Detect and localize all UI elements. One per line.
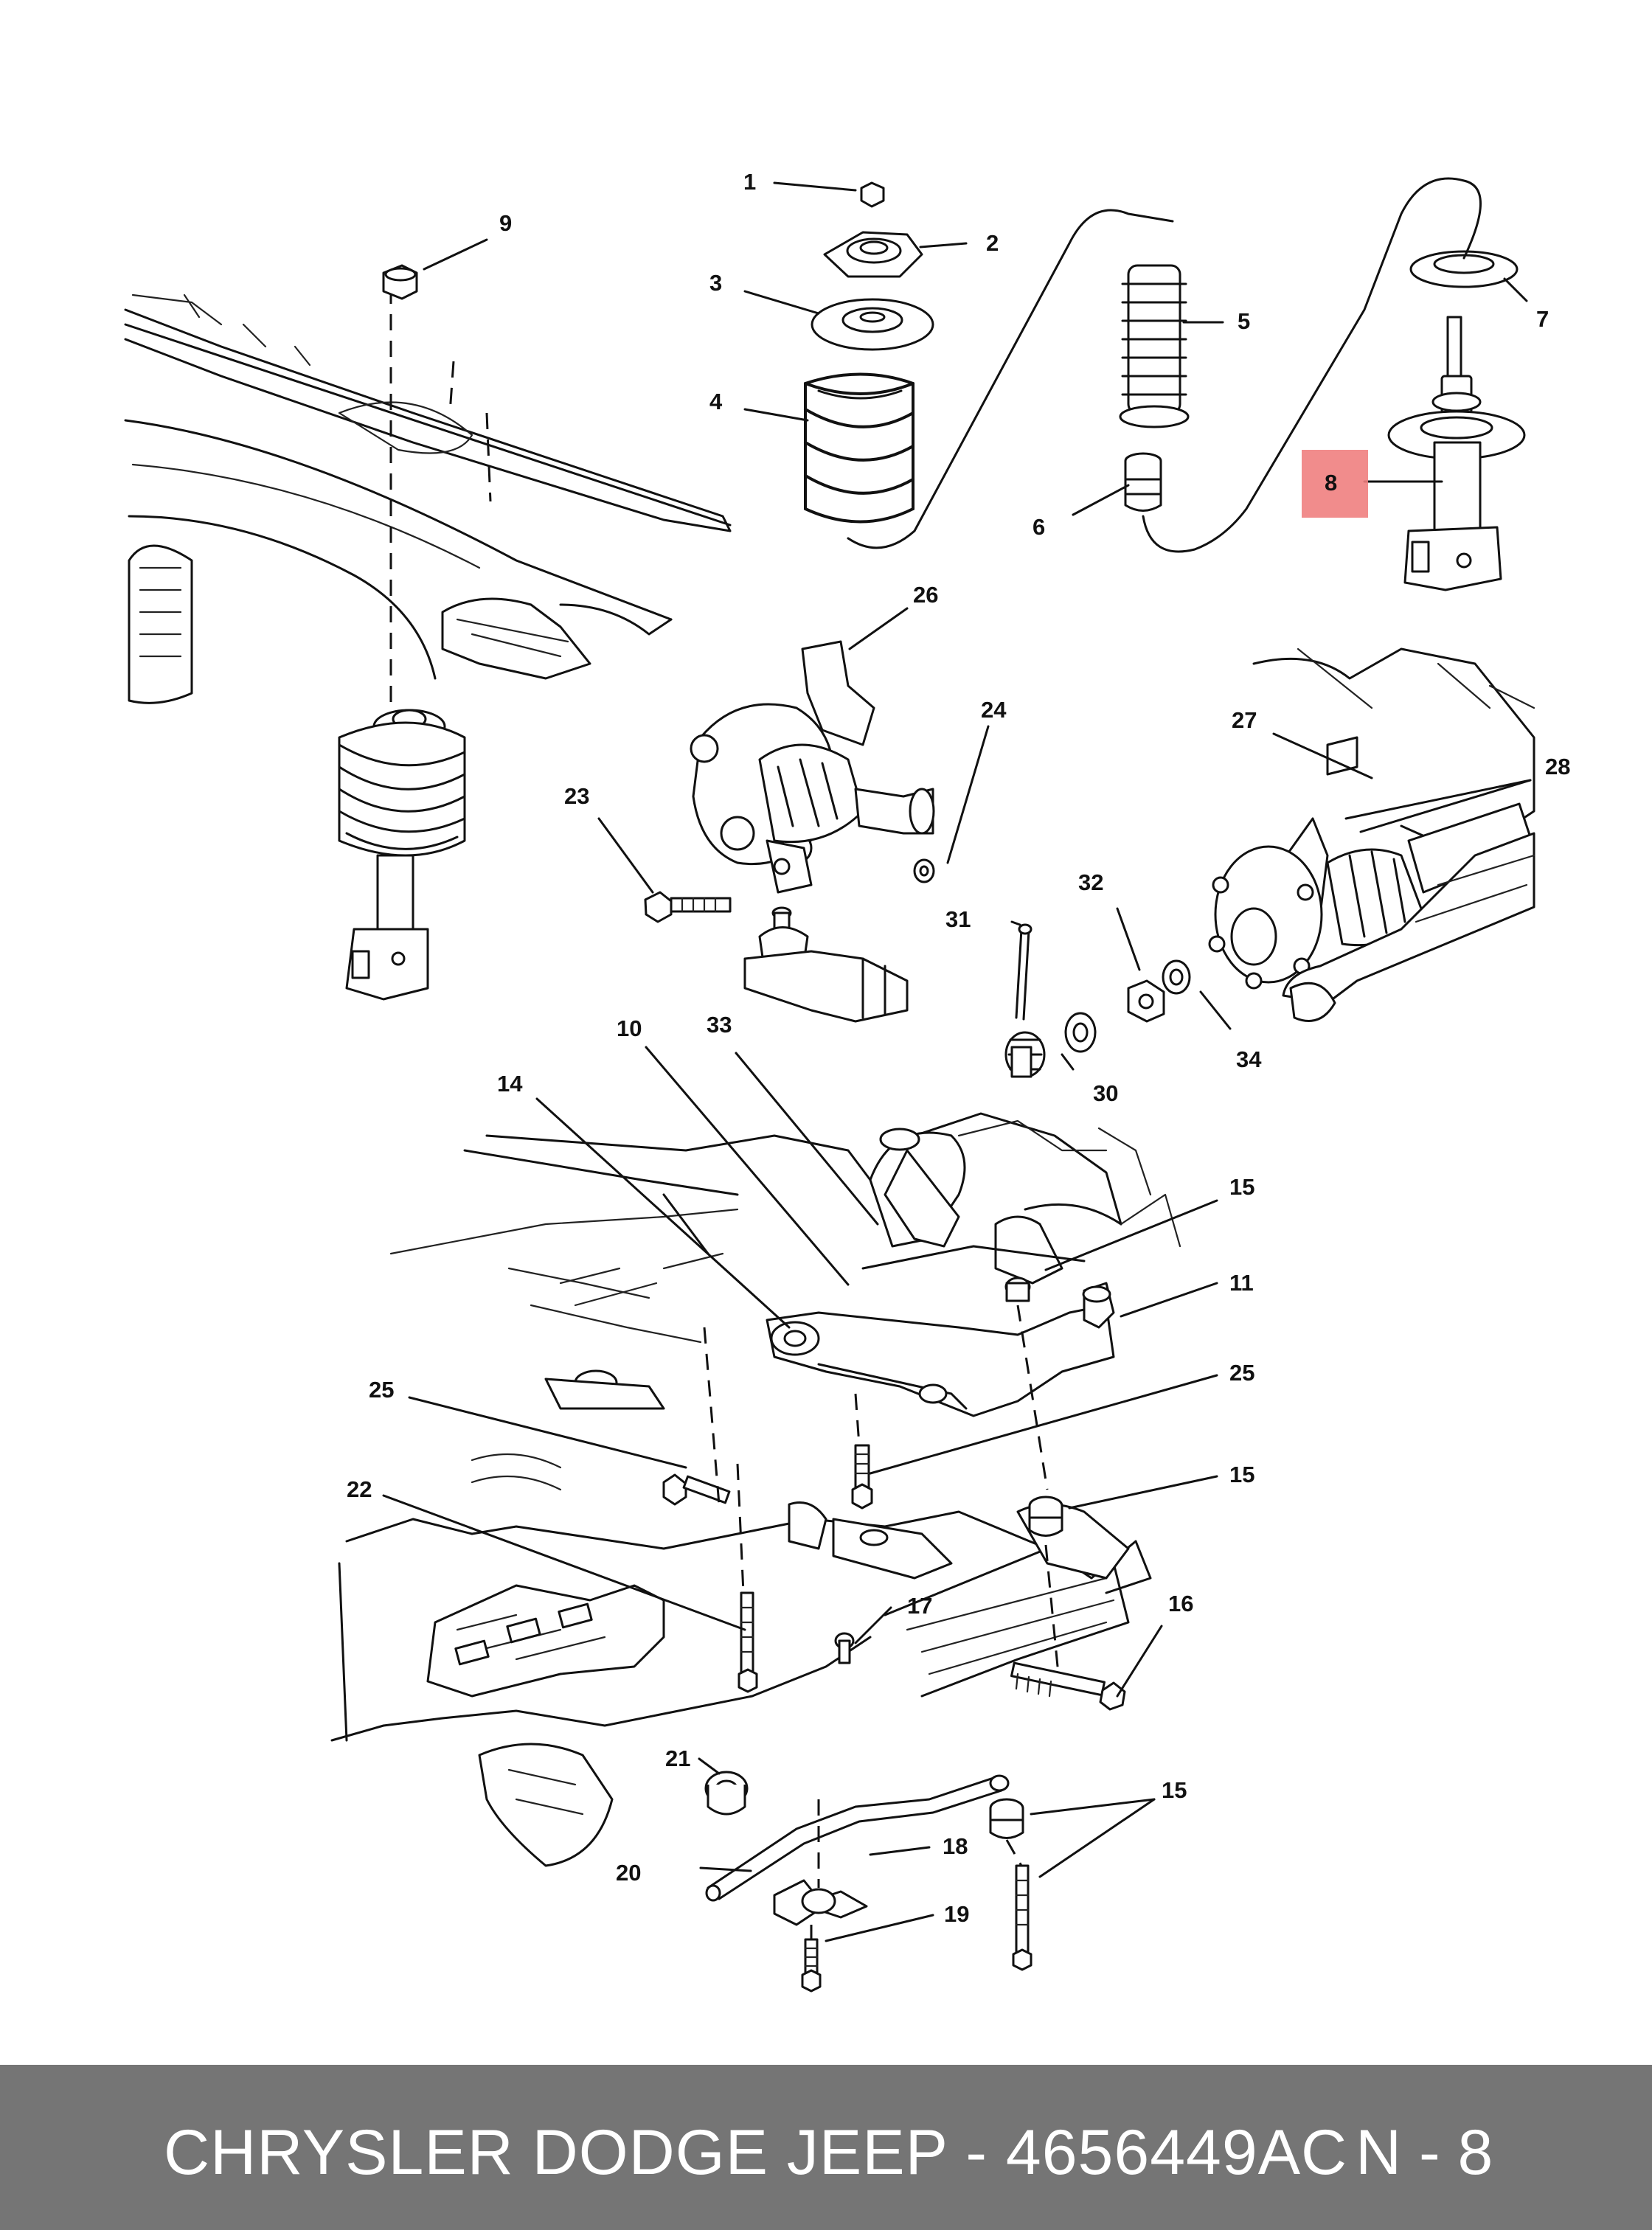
callout-14: 14	[497, 1071, 523, 1097]
hub-and-knuckle-assembly	[1208, 647, 1535, 1022]
callout-32: 32	[1078, 869, 1103, 895]
lower-control-arm	[766, 1276, 1115, 1417]
long-bolt	[1012, 1864, 1032, 1971]
callout-6: 6	[1032, 514, 1045, 540]
rear-bushing-upper	[1028, 1496, 1063, 1537]
callout-8: 8	[1325, 470, 1337, 496]
callout-15a: 15	[1229, 1174, 1254, 1200]
exploded-view-guide-line	[847, 177, 1482, 553]
leader-lines	[382, 181, 1532, 1942]
callout-26: 26	[913, 582, 938, 608]
callout-23: 23	[564, 783, 589, 809]
stabilizer-clamp	[773, 1879, 868, 1926]
pivot-bolt	[1010, 1661, 1126, 1711]
stabilizer-bar	[705, 1774, 1010, 1902]
hub-nut	[1127, 979, 1165, 1023]
jounce-bumper	[1124, 452, 1162, 512]
suspension-parts-diagram: 1 2 3 4 5 6 7 8 9 26 24 23 31 32 34 30 2…	[124, 169, 1570, 1993]
callout-10: 10	[617, 1015, 642, 1041]
strut-assembly	[1387, 316, 1526, 591]
strut-upper-seat	[1409, 250, 1519, 288]
callout-labels: 1 2 3 4 5 6 7 8 9 26 24 23 31 32 34 30 2…	[347, 169, 1570, 1927]
callout-20: 20	[616, 1860, 641, 1886]
knuckle-washer	[913, 858, 935, 883]
callout-28: 28	[1545, 754, 1570, 779]
callout-25a: 25	[1229, 1360, 1254, 1386]
page-reference: N - 8	[1356, 2117, 1493, 2188]
strut-assembly-installed	[338, 709, 466, 1001]
rear-bushing-lower	[989, 1798, 1024, 1839]
callout-33: 33	[707, 1012, 732, 1038]
part-title: CHRYSLER DODGE JEEP - 4656449AC	[164, 2117, 1348, 2188]
crossmember-bolt-25	[851, 1444, 873, 1510]
callout-7: 7	[1536, 306, 1549, 332]
hub-washer	[1162, 959, 1191, 995]
coil-spring	[804, 372, 914, 524]
callout-19: 19	[944, 1901, 969, 1927]
callout-17: 17	[907, 1593, 932, 1619]
hub-nut-retainer	[1004, 1012, 1097, 1078]
callout-3: 3	[709, 270, 722, 296]
callout-22: 22	[347, 1476, 372, 1502]
steering-knuckle	[690, 640, 935, 894]
callout-34: 34	[1236, 1046, 1262, 1072]
link-nut	[834, 1632, 855, 1664]
upper-mount-stack	[811, 181, 934, 351]
callout-27: 27	[1232, 707, 1257, 733]
fender-body-panel	[124, 288, 732, 723]
dust-boot	[1119, 264, 1190, 428]
alignment-line	[703, 1305, 1060, 1939]
callout-16: 16	[1168, 1591, 1193, 1616]
callout-18: 18	[943, 1833, 968, 1859]
callout-15b: 15	[1229, 1462, 1254, 1487]
cotter-pin	[1015, 923, 1032, 1021]
callout-21: 21	[665, 1746, 690, 1771]
upper-mount-nut	[382, 264, 418, 300]
highlight-box	[1302, 450, 1368, 518]
crossmember-body-section	[389, 1112, 1181, 1344]
callout-2: 2	[986, 230, 999, 256]
callout-31: 31	[945, 906, 971, 932]
vertical-bolt-22	[738, 1591, 758, 1693]
callout-25b: 25	[369, 1377, 394, 1403]
clamp-bolt	[801, 1938, 822, 1993]
callout-1: 1	[743, 169, 756, 195]
lower-ball-joint	[743, 906, 909, 1023]
callout-11: 11	[1229, 1270, 1254, 1296]
subframe	[330, 1252, 1152, 1867]
callout-24: 24	[981, 697, 1007, 723]
callout-4: 4	[709, 389, 723, 414]
callout-9: 9	[499, 210, 512, 236]
knuckle-bolt	[644, 891, 732, 923]
footer-bar: CHRYSLER DODGE JEEP - 4656449AC N - 8	[0, 2065, 1652, 2230]
callout-30: 30	[1093, 1080, 1118, 1106]
callout-5: 5	[1238, 308, 1250, 334]
callout-15c: 15	[1162, 1777, 1187, 1803]
stabilizer-bushing	[704, 1771, 749, 1816]
